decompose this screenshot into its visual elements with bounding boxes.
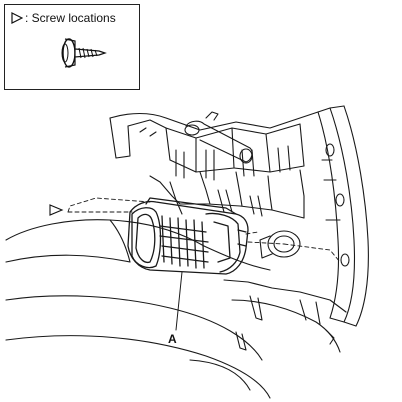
round-component: [259, 230, 301, 259]
mid-frame: [149, 169, 305, 219]
vent-duct-a: [127, 197, 249, 275]
callout-label-a: A: [168, 332, 177, 346]
lower-structure: [189, 279, 347, 391]
seat-cushion: [5, 219, 271, 399]
triangle-marker-icon: [49, 204, 64, 216]
legend-box: : Screw locations: [4, 4, 140, 90]
callout-leader-a: [175, 271, 183, 331]
triangle-marker-icon: [11, 12, 23, 24]
seat-back-frame: [317, 105, 369, 327]
legend-text: : Screw locations: [25, 11, 116, 25]
screw-icon: [61, 38, 107, 68]
legend-label-row: : Screw locations: [11, 11, 116, 25]
upper-frame: [109, 111, 319, 181]
dashed-leader-lines: [67, 197, 341, 263]
